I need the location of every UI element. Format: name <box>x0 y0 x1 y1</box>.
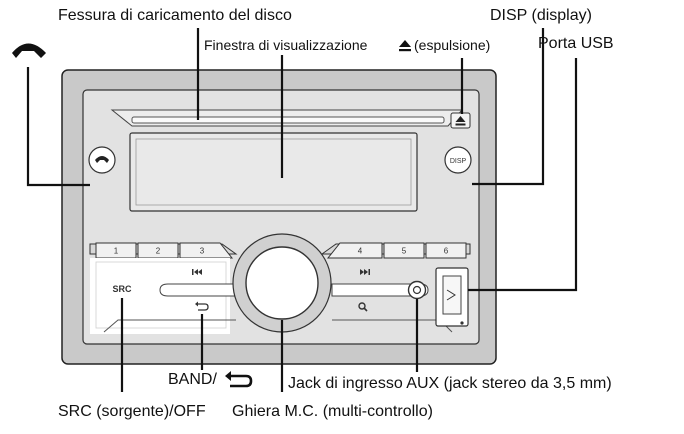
preset-label-2: 2 <box>156 247 161 256</box>
mc-dial[interactable] <box>245 246 319 320</box>
label-src: SRC (sorgente)/OFF <box>58 403 206 420</box>
label-aux-jack: Jack di ingresso AUX (jack stereo da 3,5… <box>288 375 612 392</box>
preset-button-5[interactable] <box>383 242 425 259</box>
usb-icon <box>446 289 456 301</box>
callout-line-disp <box>472 28 545 186</box>
src-button-label: SRC <box>112 284 132 294</box>
preset-button-3[interactable] <box>179 242 234 259</box>
label-display-window: Finestra di visualizzazione <box>204 37 368 53</box>
skip-next-icon <box>360 269 370 275</box>
eject-label-icon <box>399 40 411 52</box>
preset-buttons: 1 2 3 4 5 6 <box>95 242 467 259</box>
label-mc-dial: Ghiera M.C. (multi-controllo) <box>232 403 433 420</box>
return-arrow-icon-small <box>195 301 209 311</box>
disp-button[interactable] <box>444 146 472 174</box>
phone-icon-small <box>95 156 109 163</box>
label-disp: DISP (display) <box>490 7 592 24</box>
preset-button-6[interactable] <box>425 242 467 259</box>
preset-label-5: 5 <box>402 247 407 256</box>
callout-lines <box>26 28 578 392</box>
preset-label-3: 3 <box>200 247 205 256</box>
callout-line-usb <box>468 58 578 292</box>
eject-icon <box>455 116 466 126</box>
callout-line-phone <box>26 67 90 187</box>
preset-button-4[interactable] <box>326 242 383 259</box>
label-band: BAND/ <box>168 371 217 388</box>
skip-previous-icon <box>192 269 202 275</box>
label-disc-slot: Fessura di caricamento del disco <box>58 7 292 24</box>
disp-button-label: DISP <box>450 158 467 165</box>
search-icon <box>358 302 368 312</box>
phone-handset-icon <box>12 43 46 58</box>
label-eject: (espulsione) <box>414 37 491 53</box>
preset-label-4: 4 <box>358 247 363 256</box>
return-arrow-icon <box>225 371 253 388</box>
label-usb-port: Porta USB <box>538 35 614 52</box>
preset-label-1: 1 <box>114 247 119 256</box>
preset-label-6: 6 <box>444 247 449 256</box>
display-window <box>129 132 418 212</box>
